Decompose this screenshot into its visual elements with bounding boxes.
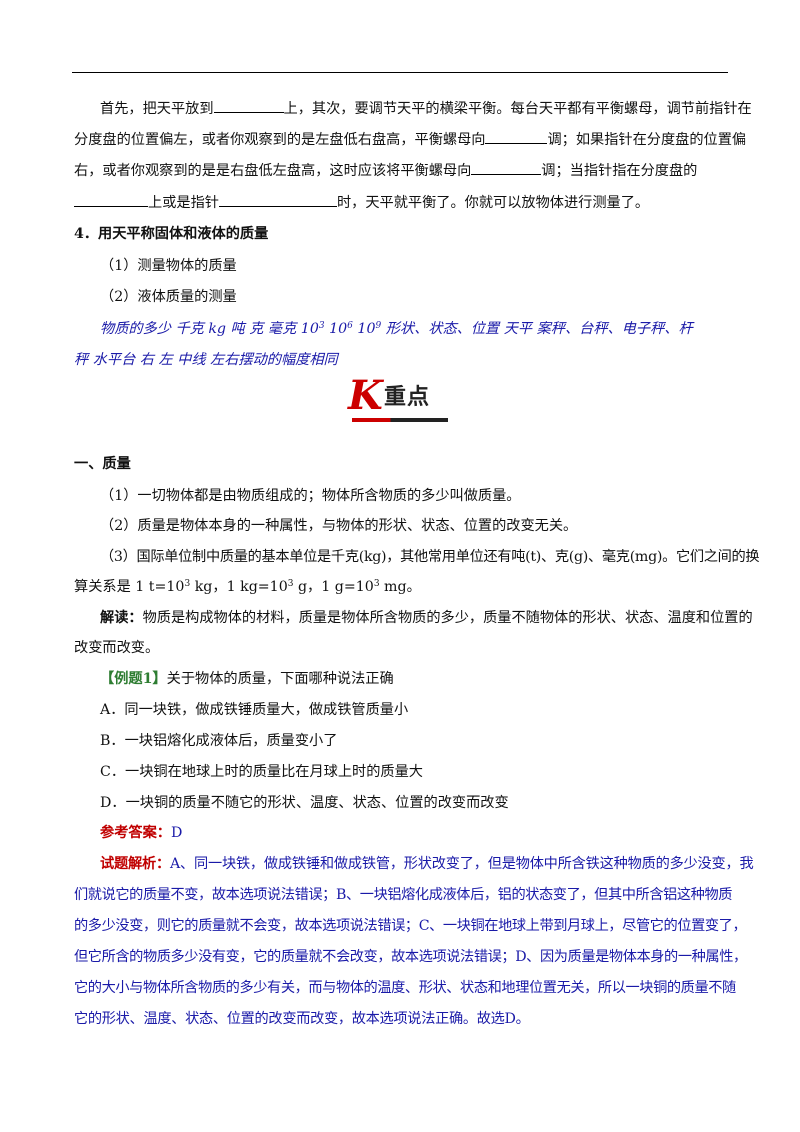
- section4-item2: （2）液体质量的测量: [100, 289, 237, 305]
- option-b: B．一块铝熔化成液体后，质量变小了: [100, 733, 338, 749]
- mass-p3: （3）国际单位制中质量的基本单位是千克(kg)，其他常用单位还有吨(t)、克(g…: [100, 549, 760, 565]
- analysis-line5: 它的大小与物体所含物质的多少有关，而与物体的温度、形状、状态和地理位置无关，所以…: [74, 980, 736, 996]
- section4-item1: （1）测量物体的质量: [100, 258, 237, 274]
- interp-line1: 解读：物质是构成物体的材料，质量是物体所含物质的多少，质量不随物体的形状、状态、…: [100, 610, 753, 626]
- answers-line1: 物质的多少 千克 kg 吨 克 毫克 103 106 109 形状、状态、位置 …: [100, 321, 693, 337]
- blank-2[interactable]: [485, 129, 548, 144]
- analysis-line2: 们就说它的质量不变，故本选项说法错误；B、一块铝熔化成液体后，铝的状态变了，但其…: [74, 887, 733, 903]
- blank-3[interactable]: [471, 160, 542, 175]
- answers-line2: 秤 水平台 右 左 中线 左右摆动的幅度相同: [74, 352, 338, 368]
- analysis-line1: 试题解析：A、同一块铁，做成铁锤和做成铁管，形状改变了，但是物体中所含铁这种物质…: [100, 856, 754, 872]
- example-label: 【例题1】: [100, 671, 167, 687]
- para1-line1: 首先，把天平放到上，其次，要调节天平的横梁平衡。每台天平都有平衡螺母，调节前指针…: [100, 98, 752, 119]
- header-rule: [72, 72, 728, 73]
- option-c: C．一块铜在地球上时的质量比在月球上时的质量大: [100, 764, 423, 780]
- para1-line4: 上或是指针时，天平就平衡了。你就可以放物体进行测量了。: [74, 192, 728, 213]
- answer-value: D: [170, 825, 183, 841]
- option-d: D．一块铜的质量不随它的形状、温度、状态、位置的改变而改变: [100, 795, 509, 811]
- mass-p4: 算关系是 1 t=103 kg，1 kg=103 g，1 g=103 mg。: [74, 579, 421, 595]
- option-a: A．同一块铁，做成铁锤质量大，做成铁管质量小: [100, 702, 409, 718]
- para1-line3: 右，或者你观察到的是是右盘低左盘高，这时应该将平衡螺母向调；当指针指在分度盘的: [74, 160, 728, 181]
- analysis-line4: 但它所含的物质多少没有变，它的质量就不会改变，故本选项说法错误；D、因为质量是物…: [74, 949, 747, 965]
- answer-line: 参考答案：D: [100, 825, 183, 841]
- mass-p2: （2）质量是物体本身的一种属性，与物体的形状、状态、位置的改变无关。: [100, 518, 578, 534]
- example-question: 【例题1】关于物体的质量，下面哪种说法正确: [100, 671, 394, 687]
- key-points-banner: K 重点: [348, 374, 452, 422]
- banner-underline: [352, 418, 448, 422]
- section4-title: 4．用天平称固体和液体的质量: [74, 226, 269, 242]
- mass-heading: 一、质量: [74, 456, 131, 472]
- mass-p1: （1）一切物体都是由物质组成的；物体所含物质的多少叫做质量。: [100, 488, 521, 504]
- analysis-line3: 的多少没变，则它的质量就不会变，故本选项说法错误；C、一块铜在地球上带到月球上，…: [74, 918, 747, 934]
- blank-5[interactable]: [218, 192, 337, 207]
- analysis-line6: 它的形状、温度、状态、位置的改变而改变，故本选项说法正确。故选D。: [74, 1011, 530, 1027]
- interp-line2: 改变而改变。: [74, 640, 160, 656]
- banner-letter: K: [348, 372, 383, 419]
- blank-1[interactable]: [213, 98, 284, 113]
- blank-4[interactable]: [74, 192, 148, 207]
- para1-line2: 分度盘的位置偏左，或者你观察到的是左盘低右盘高，平衡螺母向调；如果指针在分度盘的…: [74, 129, 746, 150]
- banner-text: 重点: [384, 385, 431, 410]
